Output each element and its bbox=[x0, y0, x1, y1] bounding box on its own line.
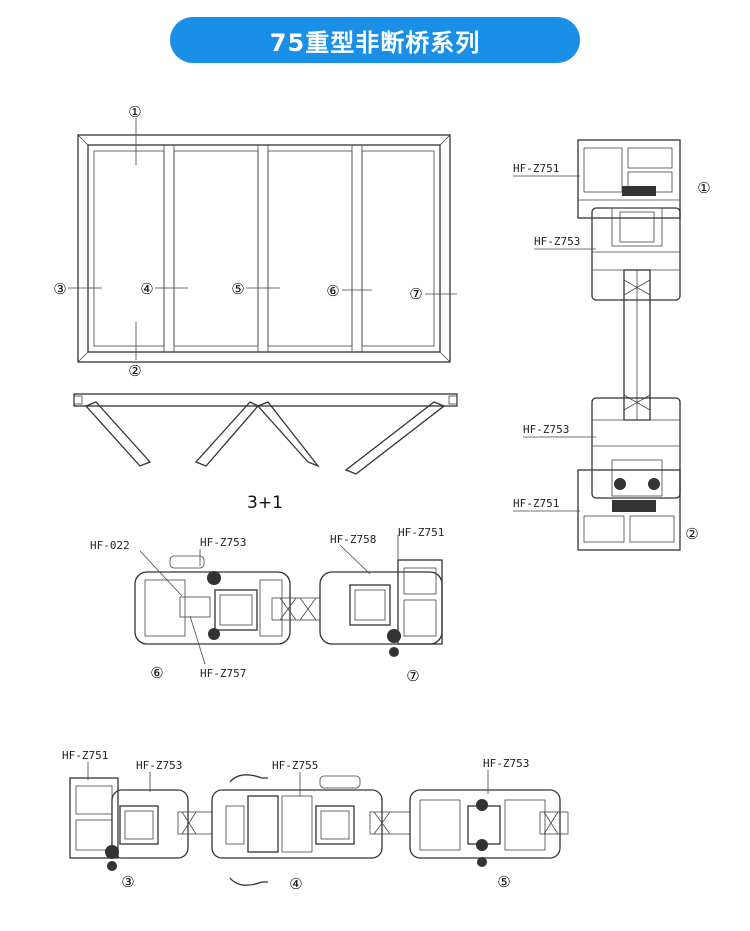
code-detail3-z753: HF-Z753 bbox=[136, 759, 182, 772]
elevation-label-2: ② bbox=[128, 362, 141, 380]
folding-plan-diagram bbox=[73, 393, 458, 475]
code-detail6-z753: HF-Z753 bbox=[200, 536, 246, 549]
elevation-label-4: ④ bbox=[140, 280, 153, 298]
elevation-label-5: ⑤ bbox=[231, 280, 244, 298]
code-top-sash: HF-Z753 bbox=[534, 235, 580, 248]
panel-ratio-label: 3+1 bbox=[247, 493, 283, 513]
detail-3-4-5-diagram bbox=[69, 762, 569, 886]
section-label-2: ② bbox=[685, 525, 698, 543]
code-detail7-z758: HF-Z758 bbox=[330, 533, 376, 546]
code-detail5-z753: HF-Z753 bbox=[483, 757, 529, 770]
detail-label-7: ⑦ bbox=[406, 667, 419, 685]
elevation-label-3: ③ bbox=[53, 280, 66, 298]
code-detail4-z755: HF-Z755 bbox=[272, 759, 318, 772]
code-bottom-frame: HF-Z751 bbox=[513, 497, 559, 510]
code-hf-022: HF-022 bbox=[90, 539, 130, 552]
code-detail3-z751: HF-Z751 bbox=[62, 749, 108, 762]
section-label-1: ① bbox=[697, 179, 710, 197]
detail-label-6: ⑥ bbox=[150, 664, 163, 682]
vertical-section-diagram bbox=[513, 139, 681, 551]
window-elevation bbox=[68, 118, 457, 363]
detail-label-5: ⑤ bbox=[497, 873, 510, 891]
elevation-label-1: ① bbox=[128, 103, 141, 121]
detail-label-3: ③ bbox=[121, 873, 134, 891]
detail-label-4: ④ bbox=[289, 875, 302, 893]
detail-6-7-diagram bbox=[134, 535, 443, 665]
code-bottom-sash: HF-Z753 bbox=[523, 423, 569, 436]
title-banner: 75重型非断桥系列 bbox=[170, 17, 580, 63]
elevation-label-7: ⑦ bbox=[409, 285, 422, 303]
elevation-label-6: ⑥ bbox=[326, 282, 339, 300]
code-top-frame: HF-Z751 bbox=[513, 162, 559, 175]
code-detail6-z757: HF-Z757 bbox=[200, 667, 246, 680]
page-title: 75重型非断桥系列 bbox=[269, 28, 481, 57]
code-detail7-z751: HF-Z751 bbox=[398, 526, 444, 539]
